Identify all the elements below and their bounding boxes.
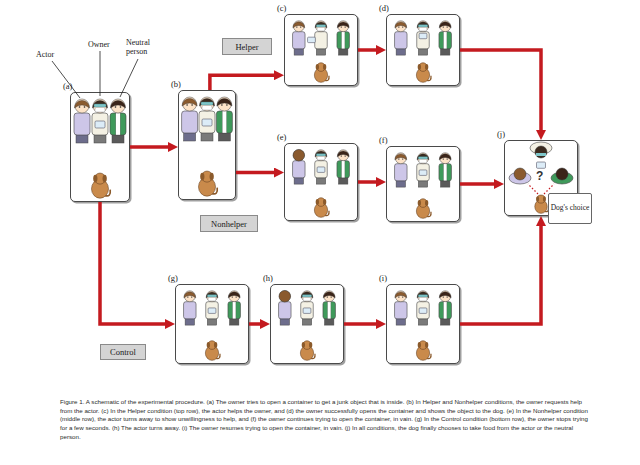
- leader-line: [100, 51, 101, 96]
- scene-panel: (c): [284, 14, 358, 86]
- panel-letter: (h): [263, 273, 273, 283]
- panel-letter: (d): [379, 3, 389, 13]
- flow-arrow: [344, 322, 379, 326]
- flow-arrow: [236, 171, 277, 175]
- flow-arrow: [130, 145, 171, 149]
- role-label: Neutral person: [126, 39, 164, 57]
- figure-caption: Figure 1. A schematic of the experimenta…: [60, 398, 590, 441]
- question-mark: ?: [536, 170, 543, 183]
- flow-arrow: [249, 322, 263, 326]
- scene-panel: (g): [175, 284, 249, 364]
- panel-letter: (a): [63, 81, 72, 91]
- scene-panel: (b): [178, 90, 236, 200]
- condition-tag: Control: [100, 344, 146, 360]
- scene-panel: (h): [270, 284, 344, 364]
- condition-tag: Nonhelper: [200, 215, 258, 232]
- dog-choice-box: Dog's choice: [548, 193, 592, 224]
- scene-panel: (a): [70, 92, 130, 202]
- condition-tag: Helper: [222, 38, 272, 55]
- panel-letter: (c): [277, 3, 286, 13]
- flow-arrow: [358, 180, 379, 184]
- leader-lines: [52, 51, 138, 98]
- flow-arrow: [460, 50, 541, 133]
- panel-letter: (e): [277, 132, 286, 142]
- flow-arrow: [210, 75, 277, 90]
- role-label: Owner: [88, 41, 110, 50]
- scene-panel: (f): [386, 146, 460, 222]
- flow-arrow: [460, 223, 541, 324]
- panel-letter: (j): [497, 129, 505, 139]
- scene-panel: (e): [284, 143, 358, 221]
- condition-label: Nonhelper: [211, 219, 247, 229]
- scene-panel: (i): [386, 284, 460, 364]
- panel-letter: (i): [379, 273, 387, 283]
- panel-letter: (f): [379, 135, 388, 145]
- condition-label: Helper: [235, 42, 258, 52]
- scene-panel: (d): [386, 14, 460, 86]
- condition-label: Control: [110, 347, 136, 357]
- flow-arrow: [460, 182, 497, 186]
- panel-letter: (g): [168, 273, 178, 283]
- panel-letter: (b): [171, 79, 181, 89]
- role-label: Actor: [36, 51, 54, 60]
- box-label: Dog's choice: [551, 204, 590, 213]
- flow-arrow: [100, 202, 168, 324]
- flow-arrow: [358, 48, 379, 52]
